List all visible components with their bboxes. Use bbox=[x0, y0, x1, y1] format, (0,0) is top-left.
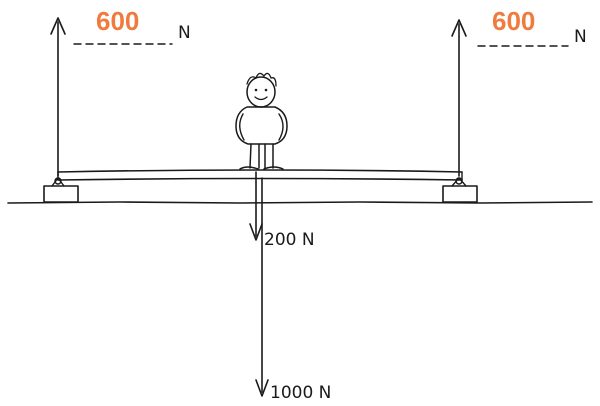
left-reaction-arrow bbox=[50, 17, 66, 177]
person-figure bbox=[235, 72, 288, 170]
right-reaction-value: 600 bbox=[492, 6, 535, 36]
left-reaction-unit: N bbox=[178, 23, 191, 43]
person-weight-arrow bbox=[249, 171, 263, 241]
ground-line bbox=[7, 201, 593, 204]
left-reaction-value: 600 bbox=[96, 6, 139, 36]
right-reaction-arrow bbox=[451, 19, 467, 177]
right-reaction-unit: N bbox=[574, 27, 587, 47]
beam-weight-arrow bbox=[255, 177, 269, 397]
left-support bbox=[43, 177, 79, 203]
beam-weight-label: 1000 N bbox=[270, 383, 331, 403]
beam bbox=[57, 169, 463, 181]
right-support bbox=[442, 177, 478, 203]
person-weight-label: 200 N bbox=[264, 230, 315, 250]
